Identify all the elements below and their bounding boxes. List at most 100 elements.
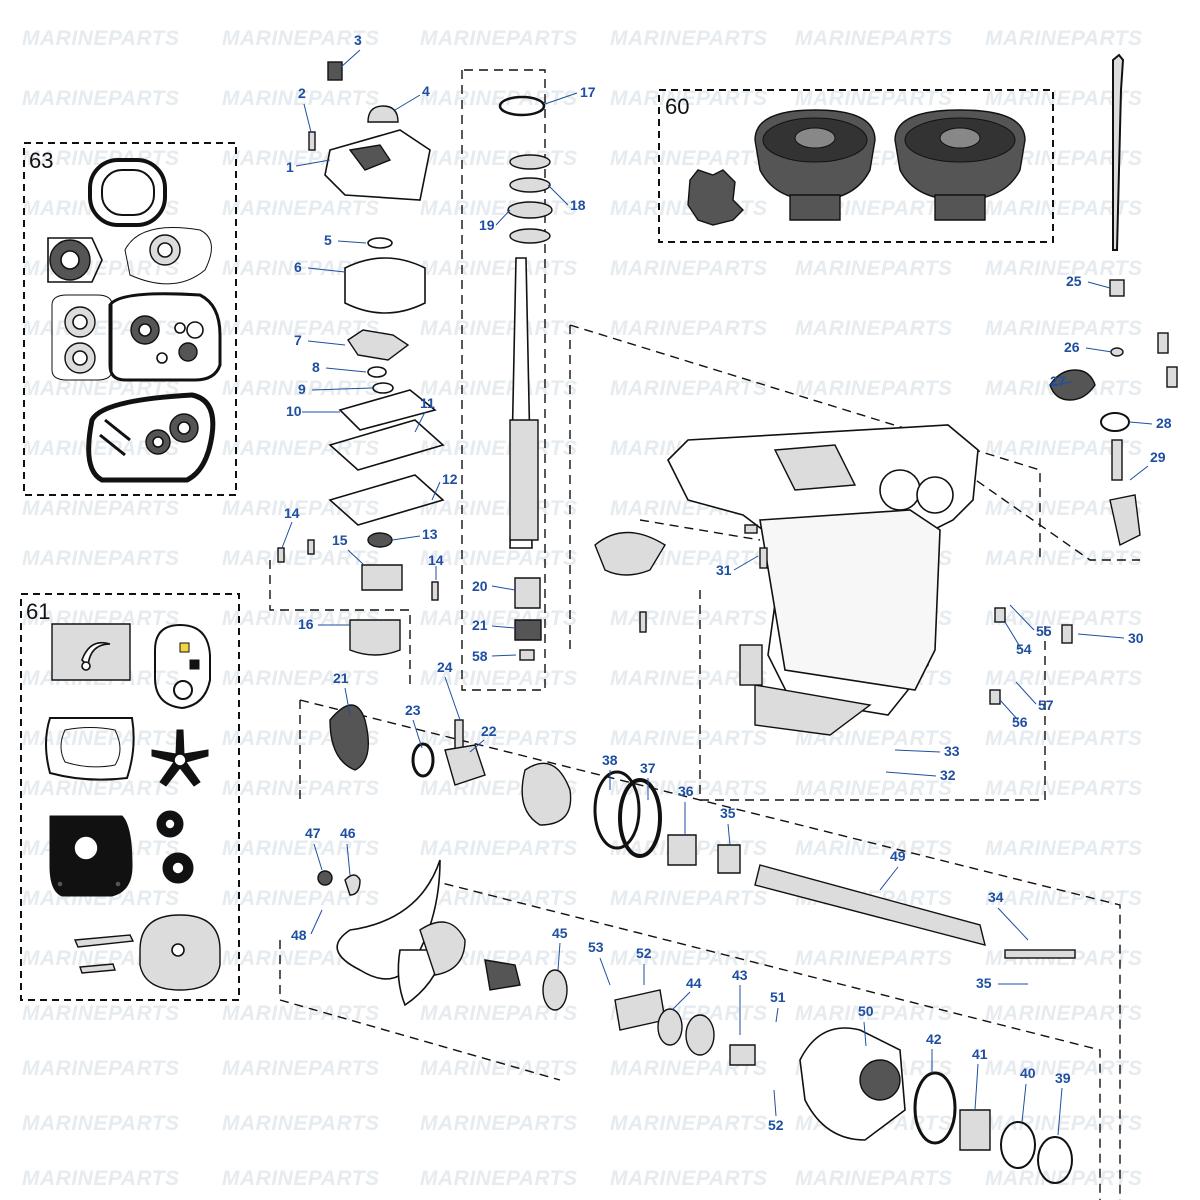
callout-leader-line bbox=[414, 411, 426, 433]
callout-number: 18 bbox=[570, 197, 586, 213]
callout-number: 45 bbox=[552, 925, 568, 941]
watermark-text: MARINEPARTS bbox=[795, 27, 953, 50]
callout-number: 24 bbox=[437, 659, 453, 675]
callout-leader-line bbox=[491, 585, 516, 591]
watermark-text: MARINEPARTS bbox=[22, 27, 180, 50]
callout-number: 35 bbox=[976, 975, 992, 991]
watermark-text: MARINEPARTS bbox=[985, 667, 1143, 690]
watermark-text: MARINEPARTS bbox=[985, 1002, 1143, 1025]
callout-number: 13 bbox=[422, 526, 438, 542]
callout-number: 17 bbox=[580, 84, 596, 100]
watermark-text: MARINEPARTS bbox=[222, 197, 380, 220]
watermark-text: MARINEPARTS bbox=[985, 1167, 1143, 1190]
watermark-text: MARINEPARTS bbox=[222, 1057, 380, 1080]
watermark-text: MARINEPARTS bbox=[420, 1002, 578, 1025]
callout-leader-line bbox=[391, 535, 421, 541]
callout-leader-line bbox=[281, 521, 293, 549]
callout-leader-line bbox=[303, 103, 312, 133]
callout-number: 40 bbox=[1020, 1065, 1036, 1081]
watermark-text: MARINEPARTS bbox=[985, 497, 1143, 520]
callout-leader-line bbox=[1057, 1087, 1063, 1136]
callout-leader-line bbox=[412, 719, 423, 749]
watermark-text: MARINEPARTS bbox=[795, 317, 953, 340]
callout-number: 52 bbox=[636, 945, 652, 961]
callout-number: 42 bbox=[926, 1031, 942, 1047]
watermark-text: MARINEPARTS bbox=[22, 437, 180, 460]
callout-leader-line bbox=[1051, 381, 1073, 386]
callout-number: 3 bbox=[354, 32, 362, 48]
callout-number: 12 bbox=[442, 471, 458, 487]
watermark-text: MARINEPARTS bbox=[222, 497, 380, 520]
callout-number: 9 bbox=[298, 381, 306, 397]
watermark-text: MARINEPARTS bbox=[795, 947, 953, 970]
watermark-text: MARINEPARTS bbox=[222, 257, 380, 280]
watermark-text: MARINEPARTS bbox=[420, 87, 578, 110]
watermark-text: MARINEPARTS bbox=[22, 1057, 180, 1080]
callout-number: 37 bbox=[640, 760, 656, 776]
callout-leader-line bbox=[1015, 681, 1037, 705]
watermark-text: MARINEPARTS bbox=[985, 727, 1143, 750]
watermark-text: MARINEPARTS bbox=[795, 1002, 953, 1025]
callout-number: 55 bbox=[1036, 623, 1052, 639]
kit-60-label: 60 bbox=[665, 94, 689, 119]
watermark-text: MARINEPARTS bbox=[795, 1167, 953, 1190]
watermark-text: MARINEPARTS bbox=[795, 727, 953, 750]
watermark-text: MARINEPARTS bbox=[985, 607, 1143, 630]
callout-number: 20 bbox=[472, 578, 488, 594]
callout-leader-line bbox=[1129, 465, 1149, 481]
watermark-text: MARINEPARTS bbox=[610, 147, 768, 170]
watermark-text: MARINEPARTS bbox=[985, 887, 1143, 910]
watermark-text: MARINEPARTS bbox=[222, 1002, 380, 1025]
watermark-text: MARINEPARTS bbox=[985, 317, 1143, 340]
callout-number: 35 bbox=[720, 805, 736, 821]
watermark-text: MARINEPARTS bbox=[420, 887, 578, 910]
callout-number: 58 bbox=[472, 648, 488, 664]
watermark-text: MARINEPARTS bbox=[420, 1112, 578, 1135]
callout-number: 43 bbox=[732, 967, 748, 983]
callout-number: 8 bbox=[312, 359, 320, 375]
callout-number: 56 bbox=[1012, 714, 1028, 730]
watermark-text: MARINEPARTS bbox=[420, 667, 578, 690]
callout-leader-line bbox=[974, 1063, 979, 1111]
gearcase-housing bbox=[594, 424, 979, 736]
callout-leader-line bbox=[1129, 421, 1153, 425]
callout-leader-line bbox=[337, 240, 367, 244]
watermark-text: MARINEPARTS bbox=[222, 607, 380, 630]
assembly-dashed-lines bbox=[269, 69, 1140, 1200]
watermark-text: MARINEPARTS bbox=[610, 947, 768, 970]
callout-leader-line bbox=[347, 549, 365, 566]
callout-number: 15 bbox=[332, 532, 348, 548]
callout-number: 29 bbox=[1150, 449, 1166, 465]
callout-number: 57 bbox=[1038, 697, 1054, 713]
watermark-text: MARINEPARTS bbox=[420, 317, 578, 340]
callout-number: 2 bbox=[298, 85, 306, 101]
watermark-text: MARINEPARTS bbox=[795, 777, 953, 800]
callout-number: 46 bbox=[340, 825, 356, 841]
callout-leader-line bbox=[1009, 604, 1035, 631]
callout-leader-line bbox=[325, 367, 367, 373]
callout-number: 48 bbox=[291, 927, 307, 943]
callout-number: 14 bbox=[428, 552, 444, 568]
callout-leader-line bbox=[295, 159, 331, 167]
callout-number: 10 bbox=[286, 403, 302, 419]
callout-number: 34 bbox=[988, 889, 1004, 905]
callout-number: 36 bbox=[678, 783, 694, 799]
watermark-text: MARINEPARTS bbox=[610, 607, 768, 630]
callout-number: 25 bbox=[1066, 273, 1082, 289]
callout-leader-line bbox=[495, 209, 511, 226]
watermark-text: MARINEPARTS bbox=[985, 437, 1143, 460]
watermark-text: MARINEPARTS bbox=[420, 1057, 578, 1080]
watermark-text: MARINEPARTS bbox=[420, 257, 578, 280]
callout-leader-line bbox=[997, 907, 1029, 941]
callout-number: 26 bbox=[1064, 339, 1080, 355]
watermark-text: MARINEPARTS bbox=[420, 147, 578, 170]
watermark-text: MARINEPARTS bbox=[222, 1167, 380, 1190]
watermark-text: MARINEPARTS bbox=[22, 777, 180, 800]
callout-number: 21 bbox=[333, 670, 349, 686]
kit-61-label: 61 bbox=[26, 599, 50, 624]
callout-number: 7 bbox=[294, 332, 302, 348]
watermark-text: MARINEPARTS bbox=[610, 667, 768, 690]
watermark-text: MARINEPARTS bbox=[795, 87, 953, 110]
callout-leader-line bbox=[444, 676, 461, 721]
